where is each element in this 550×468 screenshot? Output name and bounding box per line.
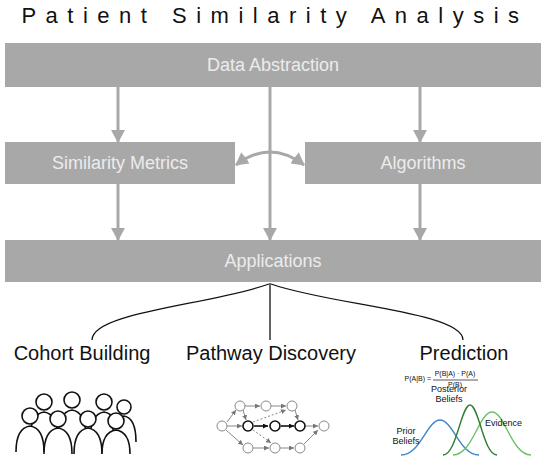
graph-node xyxy=(217,421,227,431)
crowd-icon xyxy=(16,392,136,454)
graph-edge xyxy=(281,425,294,427)
graph-node xyxy=(243,443,253,453)
flow-arrow xyxy=(419,87,422,142)
box-label: Applications xyxy=(224,251,321,272)
graph-node xyxy=(243,421,253,431)
process-box: Algorithms xyxy=(305,142,541,184)
bracket-line xyxy=(92,284,269,340)
text-label: Cohort Building xyxy=(14,342,151,364)
graph-edge xyxy=(253,410,286,422)
graph-edge xyxy=(243,410,246,420)
graph-node xyxy=(235,401,245,411)
text-label: Evidence xyxy=(485,419,522,429)
graph-node xyxy=(295,421,305,431)
graph-nodes xyxy=(217,401,329,453)
process-box: Applications xyxy=(5,240,541,282)
diagram-title: Patient Similarity Analysis xyxy=(0,3,550,29)
graph-edge xyxy=(253,448,269,449)
flow-arrow xyxy=(419,184,422,240)
bracket-line xyxy=(271,284,463,340)
graph-edge xyxy=(226,430,243,445)
graph-node xyxy=(261,401,271,411)
text-label: Pathway Discovery xyxy=(186,342,356,364)
graph-edge xyxy=(280,448,294,449)
bell-curves xyxy=(401,405,531,455)
text-label: P(B|A) · P(A) xyxy=(435,370,476,378)
flow-arrow xyxy=(236,152,304,165)
person-figure xyxy=(44,411,72,454)
graph-node xyxy=(270,421,280,431)
graph-node xyxy=(270,443,280,453)
graph-edge xyxy=(245,406,260,407)
graph-node xyxy=(287,401,297,411)
person-figure xyxy=(16,408,44,452)
graph-node xyxy=(319,421,329,431)
process-box: Similarity Metrics xyxy=(5,142,235,184)
box-label: Similarity Metrics xyxy=(52,153,188,174)
person-figure xyxy=(74,411,102,454)
graph-edge xyxy=(254,425,268,427)
graph-nodes-highlight xyxy=(243,421,305,431)
graph-edge xyxy=(227,426,242,427)
graph-edge xyxy=(295,410,298,420)
graph-edge xyxy=(304,426,318,427)
graph-edge xyxy=(253,430,271,443)
person-figure xyxy=(102,413,130,454)
graph-edge xyxy=(271,406,286,407)
flow-arrow xyxy=(117,87,120,142)
bracket-line xyxy=(269,283,270,340)
evidence-curve xyxy=(453,412,531,455)
fraction-bar xyxy=(433,380,478,381)
box-label: Data Abstraction xyxy=(207,55,339,76)
text-label: Posterior Beliefs xyxy=(428,385,470,405)
flow-arrow xyxy=(269,87,272,240)
posterior-curve xyxy=(443,405,497,455)
graph-edge xyxy=(227,410,236,422)
graph-edge xyxy=(304,430,318,444)
box-label: Algorithms xyxy=(380,153,465,174)
pathway-graph-icon xyxy=(226,406,318,448)
text-label: P(A|B) = xyxy=(404,375,431,383)
text-label: Prior Beliefs xyxy=(389,427,423,447)
text-label: Prediction xyxy=(420,342,509,364)
graph-node xyxy=(295,443,305,453)
process-box: Data Abstraction xyxy=(5,43,541,87)
flow-arrow xyxy=(117,184,120,240)
